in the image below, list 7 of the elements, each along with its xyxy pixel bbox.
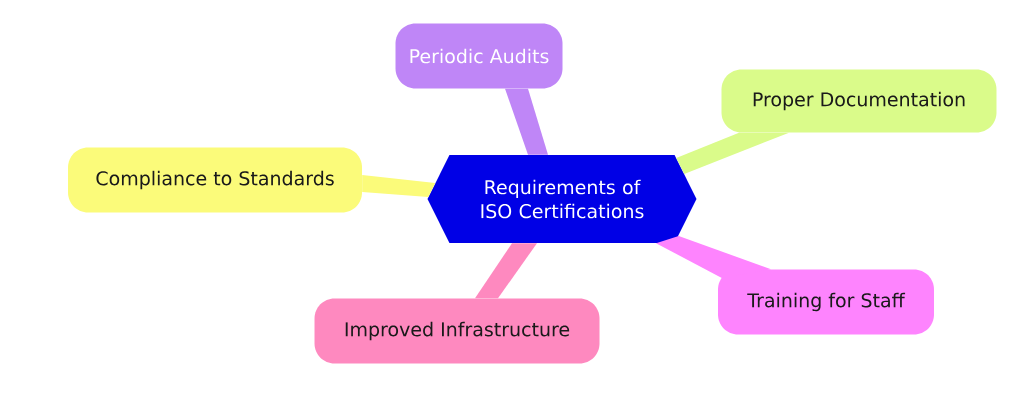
rounded-box: Compliance to Standards [68,147,362,213]
connector-band [475,243,537,299]
connector-band [362,175,436,197]
connector-band [676,132,789,174]
connector-band [505,88,548,155]
hexagon-node: Requirements of ISO Certifications [427,155,697,243]
connector-band [656,236,771,278]
